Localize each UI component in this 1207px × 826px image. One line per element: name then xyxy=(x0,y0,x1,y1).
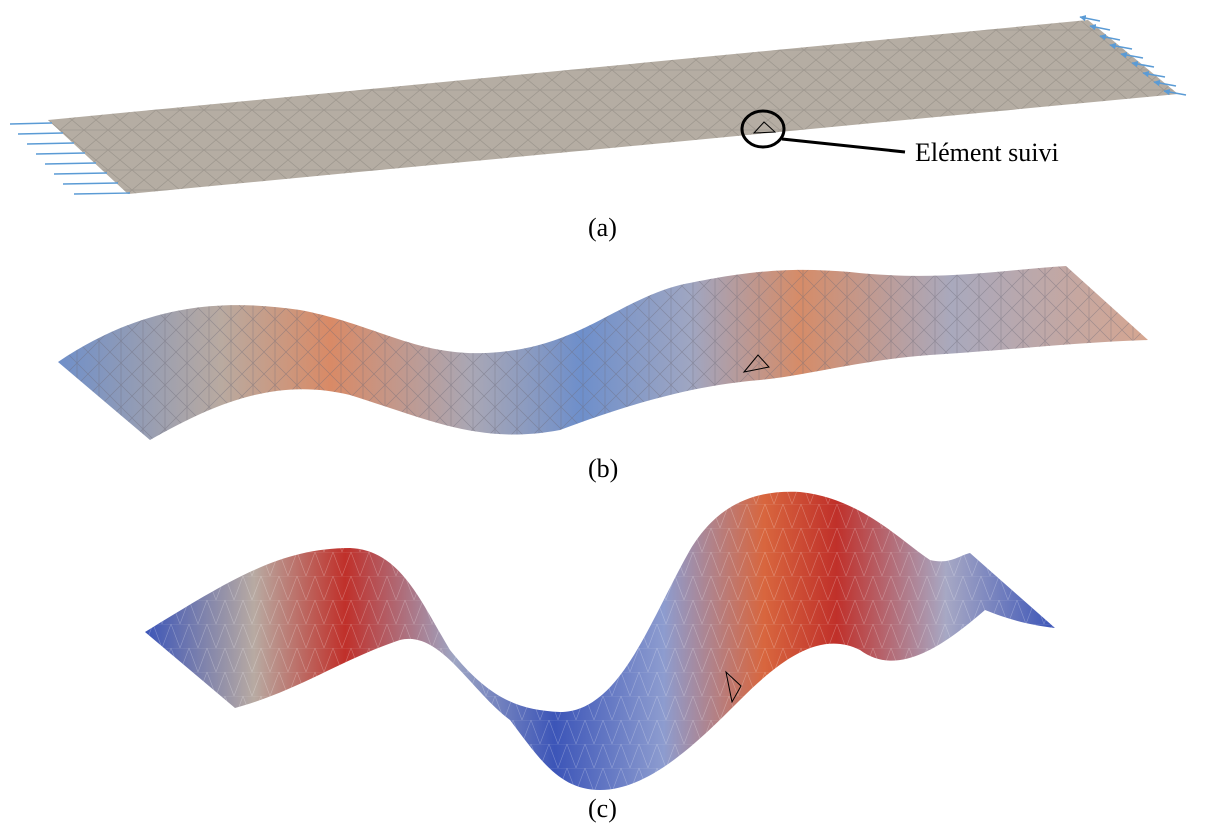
tracked-element-label: Elément suivi xyxy=(915,138,1059,167)
tracked-element xyxy=(742,354,770,373)
tracked-element xyxy=(752,121,777,134)
caption-c: (c) xyxy=(588,794,617,823)
plate-mesh xyxy=(58,266,1148,440)
panel-c-large-buckling xyxy=(145,491,1055,790)
caption-a: (a) xyxy=(588,213,617,242)
panel-a-flat-plate xyxy=(9,14,1187,195)
plate-mesh xyxy=(145,491,1055,790)
annotation-leader-line xyxy=(781,137,906,154)
plate-mesh xyxy=(48,20,1178,194)
right-load-arrows xyxy=(1079,14,1187,96)
left-load-arrows xyxy=(9,122,131,195)
panel-b-moderate-buckling xyxy=(58,266,1148,440)
tracked-element xyxy=(725,670,742,704)
tracked-element-circle xyxy=(740,109,786,149)
caption-b: (b) xyxy=(588,454,619,483)
